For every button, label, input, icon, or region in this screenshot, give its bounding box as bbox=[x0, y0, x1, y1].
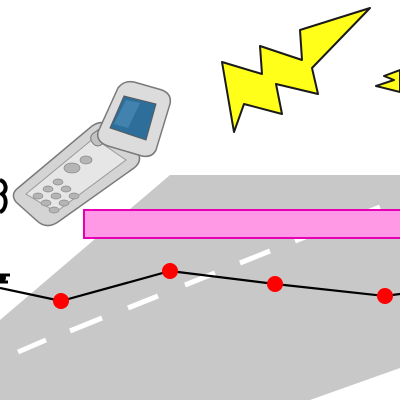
track-point-2 bbox=[162, 263, 178, 279]
track-point-4 bbox=[377, 288, 393, 304]
flip-phone-icon bbox=[12, 80, 172, 227]
pink-corridor-band bbox=[83, 209, 400, 239]
lightning-bolt-icon bbox=[221, 7, 371, 133]
track-point-3 bbox=[267, 276, 283, 292]
track-point-1 bbox=[53, 293, 69, 309]
lightning-bolt-fragment-icon bbox=[375, 69, 400, 93]
stick-figure-icon bbox=[0, 178, 10, 284]
